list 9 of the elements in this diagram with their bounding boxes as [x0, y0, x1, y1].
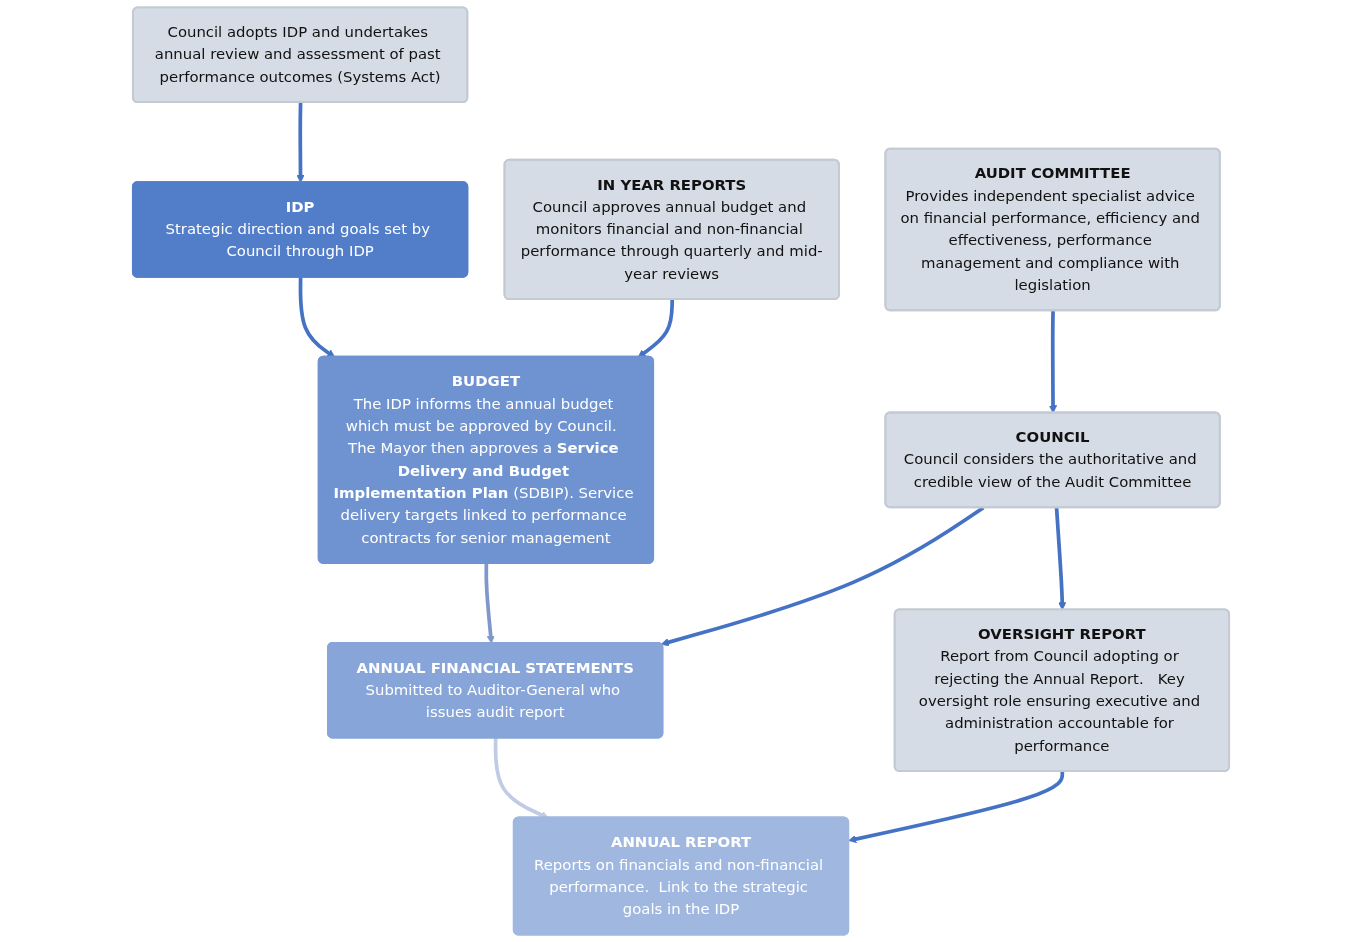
arrow: [1048, 310, 1058, 414]
arrow: [484, 563, 495, 644]
arrow: [848, 771, 1065, 844]
arrow: [660, 506, 985, 647]
arrow: [493, 738, 549, 819]
arrow: [296, 102, 305, 183]
arrow: [1054, 507, 1067, 611]
arrow: [637, 299, 675, 358]
arrow: [298, 277, 336, 358]
